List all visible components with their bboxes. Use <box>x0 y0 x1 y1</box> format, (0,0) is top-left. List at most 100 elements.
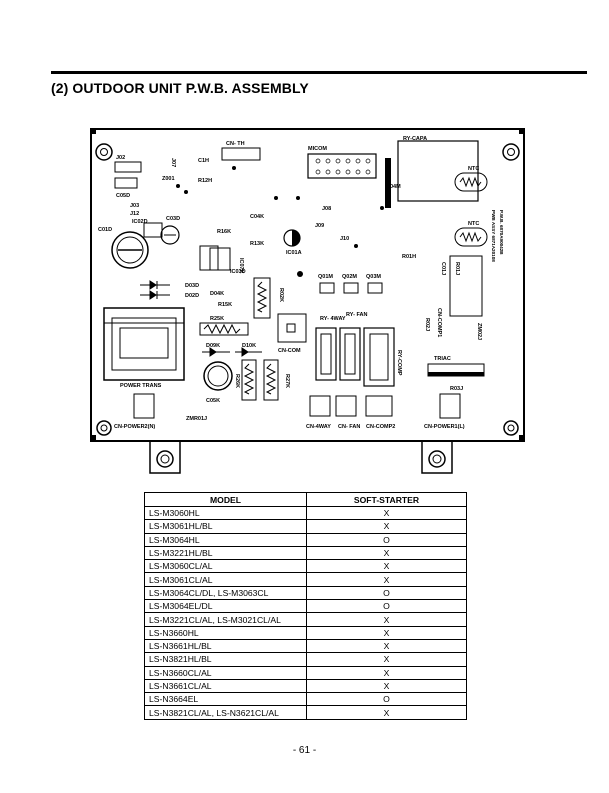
diode-d10k <box>235 347 262 357</box>
diode-d03d <box>140 280 170 290</box>
svg-text:RY-CAPA: RY-CAPA <box>403 136 427 142</box>
svg-text:NTC: NTC <box>468 166 479 172</box>
svg-text:IC07K: IC07K <box>238 258 244 274</box>
bracket-right <box>421 441 453 474</box>
model-cell: LS-M3064HL <box>144 532 307 547</box>
model-cell: LS-M3060HL <box>144 505 307 521</box>
soft-starter-cell: X <box>306 505 467 521</box>
model-cell: LS-M3221CL/AL, LS-M3021CL/AL <box>144 612 307 627</box>
svg-text:CN-4WAY: CN-4WAY <box>306 424 331 430</box>
svg-text:J07: J07 <box>170 158 176 167</box>
svg-text:RY- FAN: RY- FAN <box>346 312 368 318</box>
soft-starter-cell: X <box>306 678 467 694</box>
micom-chip <box>307 153 377 179</box>
soft-starter-cell: X <box>306 665 467 680</box>
model-cell: LS-M3064CL/DL, LS-M3063CL <box>144 585 307 601</box>
connector-cn-power2 <box>133 393 155 419</box>
connector-cn-comp1 <box>449 255 483 317</box>
svg-text:IC03D: IC03D <box>230 269 246 275</box>
resistor-r25k <box>199 322 249 336</box>
model-cell: LS-N3664EL <box>144 692 307 707</box>
svg-text:ZMR01J: ZMR01J <box>186 416 207 422</box>
svg-text:J12: J12 <box>130 211 139 217</box>
svg-text:R26K: R26K <box>234 374 240 388</box>
svg-text:J10: J10 <box>340 236 349 242</box>
soft-starter-cell: O <box>306 585 467 601</box>
pwb-board-diagram: CN- TH MICOM RY-CAPA NTC NTC P.W.B. 6870… <box>90 128 525 474</box>
relay-fan <box>339 327 361 381</box>
svg-text:R27K: R27K <box>284 374 290 388</box>
svg-text:D04K: D04K <box>210 291 224 297</box>
connector-cn-com <box>277 313 307 343</box>
power-transformer <box>103 307 185 381</box>
ntc-thermistor-1: NTC <box>454 166 488 192</box>
ntc-thermistor-2: NTC <box>454 221 488 247</box>
connector-cn-power1 <box>439 393 461 419</box>
svg-text:C05K: C05K <box>206 398 220 404</box>
transistor-q03m <box>367 282 383 294</box>
svg-text:D02D: D02D <box>185 293 199 299</box>
svg-text:C01J: C01J <box>440 262 446 275</box>
svg-text:CN- FAN: CN- FAN <box>338 424 360 430</box>
svg-text:R03J: R03J <box>450 386 463 392</box>
svg-text:R16K: R16K <box>217 229 231 235</box>
svg-text:IC01A: IC01A <box>286 250 302 256</box>
mounting-hole-top-right <box>502 143 520 161</box>
bracket-left <box>149 441 181 474</box>
svg-text:C04K: C04K <box>250 214 264 220</box>
svg-text:R15K: R15K <box>218 302 232 308</box>
table-header-row: MODEL SOFT-STARTER <box>144 492 467 507</box>
relay-capa <box>397 140 479 202</box>
svg-text:R25K: R25K <box>210 316 224 322</box>
svg-text:TRIAC: TRIAC <box>434 356 451 362</box>
soft-starter-cell: X <box>306 638 467 654</box>
ic03d-block <box>199 245 219 271</box>
resistor-r27k <box>263 359 279 401</box>
svg-text:D09K: D09K <box>206 343 220 349</box>
svg-text:Q03M: Q03M <box>366 274 381 280</box>
resistor-r26k <box>241 359 257 401</box>
page-number: - 61 - <box>292 745 317 756</box>
soft-starter-cell: X <box>306 519 467 534</box>
svg-text:C05D: C05D <box>116 193 130 199</box>
soft-starter-cell: X <box>306 652 467 667</box>
svg-text:J08: J08 <box>322 206 331 212</box>
svg-text:R01H: R01H <box>402 254 416 260</box>
model-cell: LS-M3061HL/BL <box>144 519 307 534</box>
svg-text:POWER TRANS: POWER TRANS <box>120 383 162 389</box>
connector-cn-comp2 <box>365 395 393 417</box>
svg-text:J03: J03 <box>130 203 139 209</box>
svg-text:R02J: R02J <box>424 318 430 331</box>
svg-text:R01J: R01J <box>454 262 460 275</box>
header-model: MODEL <box>144 492 307 507</box>
ic01a-regulator <box>283 229 301 247</box>
svg-text:C01D: C01D <box>98 227 112 233</box>
soft-starter-cell: X <box>306 545 467 561</box>
svg-text:J09: J09 <box>315 223 324 229</box>
svg-text:Z001: Z001 <box>162 176 175 182</box>
model-cell: LS-M3061CL/AL <box>144 572 307 587</box>
model-cell: LS-M3221HL/BL <box>144 545 307 561</box>
model-cell: LS-M3064EL/DL <box>144 599 307 614</box>
relay-4way <box>315 327 337 381</box>
connector-cn-th <box>221 147 261 161</box>
mounting-hole-bottom-left <box>96 420 112 436</box>
mounting-hole-bottom-right <box>503 420 519 436</box>
soft-starter-cell: X <box>306 625 467 640</box>
svg-text:NTC: NTC <box>468 221 479 227</box>
svg-text:CN-POWER1(L): CN-POWER1(L) <box>424 424 465 430</box>
svg-text:R12H: R12H <box>198 178 212 184</box>
svg-text:R02K: R02K <box>278 288 284 302</box>
